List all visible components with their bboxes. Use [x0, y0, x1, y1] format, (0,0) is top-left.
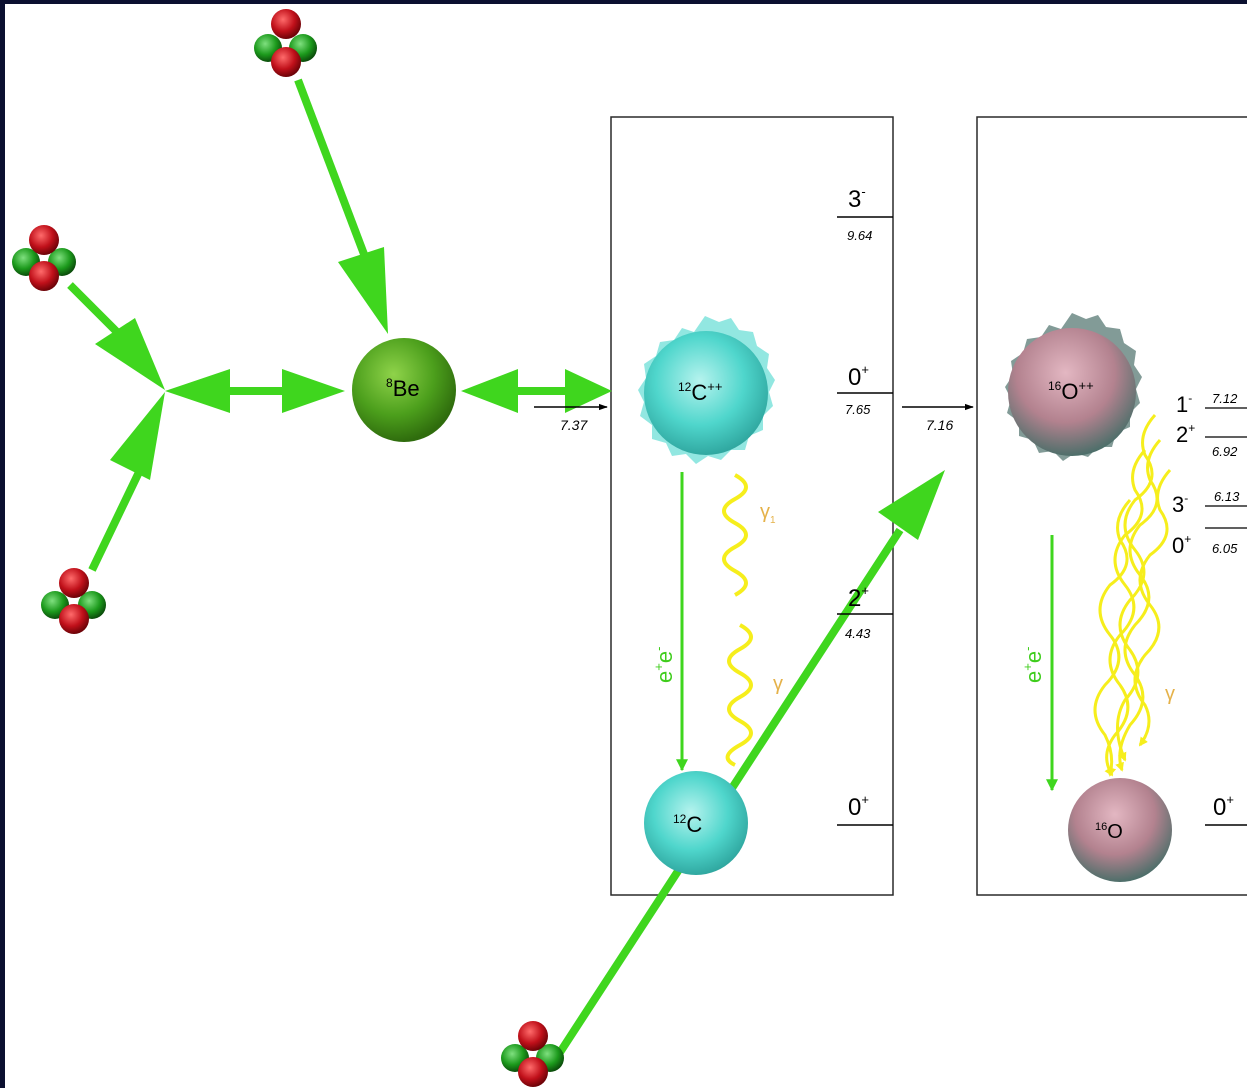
carbon-level-2plus: 2+ 4.43 — [837, 583, 893, 641]
be8-nucleus: 8Be — [352, 338, 456, 442]
gamma-label-c1: γ1 — [760, 501, 776, 526]
svg-text:16O++: 16O++ — [1048, 378, 1094, 404]
oxygen-level-1minus: 1- 7.12 — [1176, 391, 1247, 417]
alpha-particle-lower-left — [41, 568, 106, 634]
svg-text:7.65: 7.65 — [845, 402, 871, 417]
threshold-label-be-c: 7.37 — [560, 417, 588, 433]
gamma-wave-c2 — [725, 623, 753, 767]
svg-text:3-: 3- — [1172, 491, 1188, 517]
oxygen-level-frame — [976, 116, 1247, 896]
gamma-label-c2: γ — [773, 673, 783, 695]
svg-text:2+: 2+ — [1176, 421, 1195, 447]
svg-text:4.43: 4.43 — [845, 626, 871, 641]
o16-excited-nucleus: 16O++ — [1005, 313, 1142, 461]
arrow-heads — [95, 247, 945, 540]
svg-text:12C++: 12C++ — [678, 379, 722, 405]
arrowhead-top — [338, 247, 388, 334]
oxygen-pair-label: e+e- — [1020, 647, 1046, 683]
svg-text:0+: 0+ — [848, 792, 869, 821]
svg-text:16O: 16O — [1095, 821, 1123, 843]
svg-text:0+: 0+ — [1213, 792, 1234, 821]
svg-text:2+: 2+ — [848, 583, 869, 612]
gamma-label-o: γ — [1165, 683, 1175, 705]
alpha-particle-bottom — [501, 1021, 564, 1087]
alpha-particle-upper-left — [12, 225, 76, 291]
alpha-arrow-lower-left — [88, 468, 144, 572]
svg-text:7.12: 7.12 — [1212, 391, 1238, 406]
arrowhead-lower-left — [110, 392, 165, 480]
arrowhead-left-double-right — [282, 369, 345, 413]
c12-excited-nucleus: 12C++ — [638, 316, 775, 464]
svg-text:6.92: 6.92 — [1212, 444, 1238, 459]
svg-text:6.13: 6.13 — [1214, 489, 1240, 504]
carbon-level-3minus: 3- 9.64 — [837, 184, 893, 243]
threshold-label-c-o: 7.16 — [926, 417, 953, 433]
carbon-pair-label: e+e- — [651, 647, 677, 683]
svg-text:6.05: 6.05 — [1212, 541, 1238, 556]
arrowhead-to-oxygen — [878, 470, 945, 540]
svg-text:12C: 12C — [673, 812, 702, 837]
svg-text:0+: 0+ — [848, 362, 869, 391]
c12-ground-nucleus: 12C — [644, 771, 748, 875]
svg-text:1-: 1- — [1176, 391, 1192, 417]
carbon-level-ground: 0+ — [837, 792, 893, 826]
arrowhead-be-left — [461, 369, 518, 413]
oxygen-level-2plus: 2+ 6.92 — [1176, 421, 1247, 459]
oxygen-level-0plus: 0+ 6.05 — [1172, 527, 1247, 558]
gamma-wave-c1 — [722, 473, 748, 597]
svg-text:8Be: 8Be — [386, 376, 420, 401]
oxygen-level-ground: 0+ — [1205, 792, 1247, 826]
oxygen-gamma-waves — [1093, 413, 1172, 777]
o16-ground-nucleus: 16O — [1068, 778, 1172, 882]
svg-text:3-: 3- — [848, 184, 866, 213]
svg-text:0+: 0+ — [1172, 532, 1191, 558]
alpha-arrow-top — [294, 78, 374, 272]
arrowhead-upper-left — [95, 318, 165, 390]
alpha-particle-top — [254, 9, 317, 77]
oxygen-level-3minus: 3- 6.13 — [1172, 489, 1247, 517]
space-left-edge — [0, 0, 5, 1088]
svg-text:9.64: 9.64 — [847, 228, 872, 243]
carbon-level-0plus-hoyle: 0+ 7.65 — [837, 362, 893, 417]
arrowhead-left-double-left — [165, 369, 230, 413]
space-top-edge — [0, 0, 1247, 4]
carbon-gamma-waves — [722, 473, 753, 767]
arrowhead-be-right — [565, 369, 612, 413]
